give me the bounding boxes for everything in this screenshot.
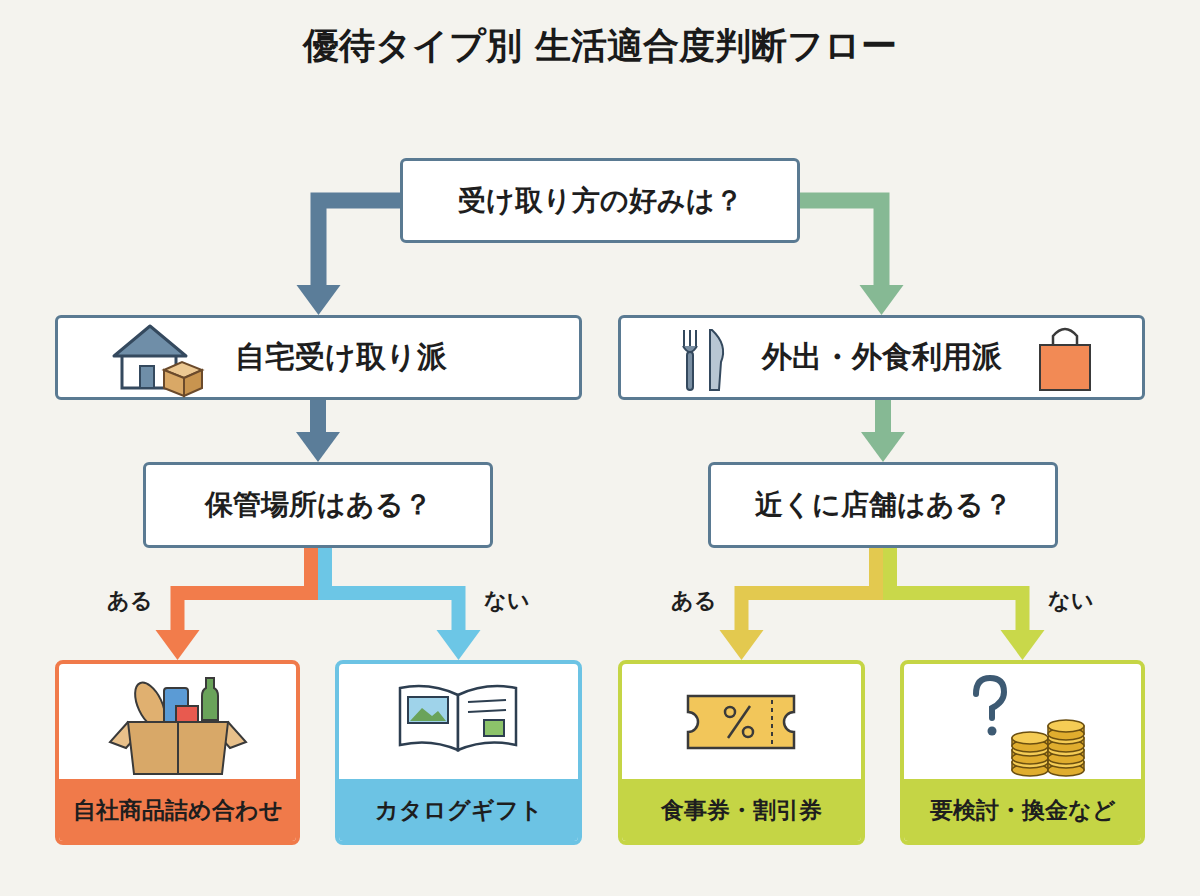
catalog-book-icon-part [410, 708, 446, 721]
result-card: カタログギフト [335, 660, 582, 845]
fork-knife-icon-part [683, 330, 685, 348]
ticket-icon-part [743, 727, 753, 737]
shopping-bag-icon-part [1040, 345, 1090, 390]
question-coins-icon [976, 678, 1084, 776]
gift-box-icon-part [128, 722, 228, 774]
branch-label: ある [668, 586, 720, 616]
question-coins-icon-part [988, 727, 997, 736]
flow-arrow [296, 400, 340, 462]
ticket-icon [688, 696, 794, 748]
arrow-shaft [178, 548, 312, 632]
shopping-bag-icon-part [1053, 329, 1077, 346]
ticket-icon-part [771, 700, 773, 744]
gift-box-icon-part [202, 678, 218, 720]
arrow-shaft [310, 400, 326, 434]
catalog-book-icon-part [400, 686, 458, 750]
result-band: カタログギフト [339, 779, 578, 841]
process-box: 近くに店舗はある？ [708, 462, 1058, 548]
ticket-icon-part [688, 696, 794, 748]
catalog-book-icon-part [408, 697, 448, 723]
catalog-book-icon-part [484, 720, 504, 736]
flow-arrow [325, 548, 481, 660]
fork-knife-icon [683, 330, 723, 390]
fork-knife-icon-part [710, 330, 723, 390]
arrow-head [296, 432, 340, 462]
flow-arrow [156, 548, 312, 660]
fork-knife-icon-part [695, 330, 697, 348]
flow-arrow [800, 201, 904, 316]
flow-arrow [720, 548, 877, 660]
diagram-title: 優待タイプ別 生活適合度判断フロー [0, 22, 1200, 71]
arrow-head [861, 432, 905, 462]
node-label: 自宅受け取り派 [235, 337, 447, 378]
result-band: 要検討・換金など [904, 779, 1141, 841]
arrow-shaft [325, 548, 459, 632]
catalog-book-icon-part [458, 686, 516, 750]
node-label: 食事券・割引券 [661, 795, 822, 826]
arrow-shaft [742, 548, 877, 632]
process-box: 保管場所はある？ [143, 462, 493, 548]
process-box: 受け取り方の好みは？ [400, 158, 800, 243]
node-label: 自社商品詰め合わせ [73, 795, 283, 826]
node-label: 外出・外食利用派 [762, 337, 1002, 378]
node-label: 要検討・換金など [930, 795, 1116, 826]
ticket-icon-part [728, 706, 750, 738]
house-icon-part [164, 370, 184, 396]
shopping-bag-icon [1040, 329, 1090, 390]
arrow-head [860, 285, 904, 315]
catalog-book-icon-part [468, 710, 506, 712]
node-label: カタログギフト [375, 795, 543, 826]
fork-knife-icon-part [687, 352, 693, 390]
arrow-shaft [800, 201, 882, 288]
house-icon-part [184, 370, 202, 396]
node-label: 受け取り方の好みは？ [458, 182, 743, 220]
gift-box-icon-part [177, 722, 179, 774]
gift-box-icon [110, 678, 246, 774]
fork-knife-icon-part [689, 330, 691, 348]
arrow-head [1001, 630, 1045, 660]
arrow-shaft [319, 201, 401, 288]
arrow-shaft [890, 548, 1023, 632]
question-coins-icon-part-part [1012, 732, 1048, 744]
house-icon-part [140, 366, 154, 388]
branch-label: ある [104, 586, 156, 616]
arrow-head [720, 630, 764, 660]
branch-label: ない [1045, 586, 1097, 616]
house-icon-part [114, 326, 186, 356]
node-label: 近くに店舗はある？ [755, 486, 1012, 524]
flow-arrow [890, 548, 1045, 660]
house-icon [114, 326, 202, 396]
catalog-book-icon-part [468, 700, 506, 702]
result-card: 食事券・割引券 [618, 660, 865, 845]
catalog-book-icon [400, 686, 516, 750]
arrow-head [297, 285, 341, 315]
arrow-shaft [875, 400, 891, 434]
flow-arrow [297, 201, 401, 316]
arrow-head [437, 630, 481, 660]
branch-label: ない [481, 586, 533, 616]
result-band: 自社商品詰め合わせ [59, 779, 296, 841]
node-label: 保管場所はある？ [205, 486, 432, 524]
question-coins-icon-part-part [1048, 720, 1084, 732]
result-band: 食事券・割引券 [622, 779, 861, 841]
flow-arrow [861, 400, 905, 462]
arrow-head [156, 630, 200, 660]
question-coins-icon-part [1012, 720, 1084, 776]
ticket-icon-part [725, 707, 735, 717]
question-coins-icon-part [976, 678, 1004, 718]
